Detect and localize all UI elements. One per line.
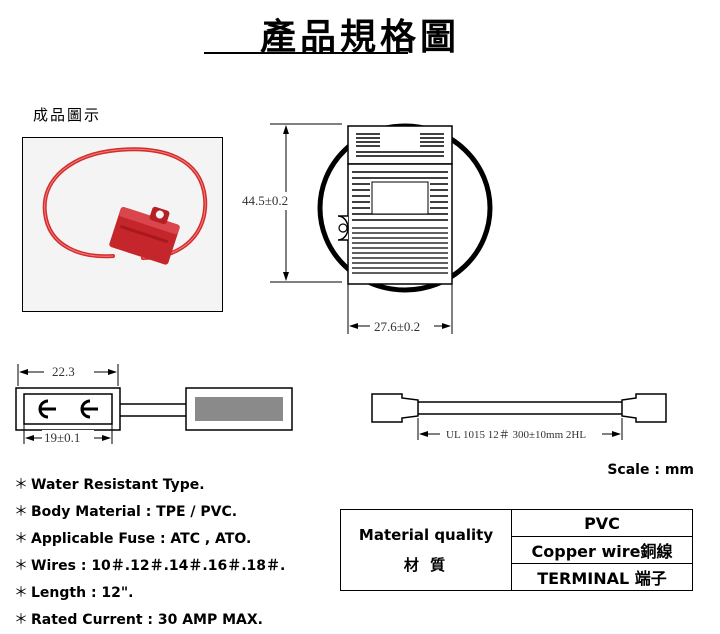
width-dimension: 27.6±0.2 bbox=[374, 319, 421, 334]
material-table: Material quality 材 質 PVC Copper wire銅線 T… bbox=[340, 509, 693, 591]
spec-item: ＊Length : 12". bbox=[14, 585, 134, 601]
side-view-drawing bbox=[15, 364, 293, 446]
material-row: Copper wire銅線 bbox=[511, 536, 693, 564]
page-title: 產品規格圖 bbox=[259, 16, 460, 58]
spec-item: ＊Wires : 10＃.12＃.14＃.16＃.18＃. bbox=[14, 558, 286, 574]
product-photo bbox=[22, 137, 223, 312]
spec-item: ＊Rated Current : 30 AMP MAX. bbox=[14, 612, 263, 628]
spec-item: ＊Water Resistant Type. bbox=[14, 477, 205, 493]
material-quality-header: Material quality 材 質 bbox=[340, 509, 512, 591]
wire-spec-dimension: UL 1015 12＃ 300±10mm 2HL bbox=[446, 429, 587, 441]
wire-drawing bbox=[371, 393, 667, 442]
inner-dimension: 19±0.1 bbox=[44, 430, 81, 445]
title-underline bbox=[204, 52, 408, 54]
spec-list: ＊Water Resistant Type. ＊Body Material : … bbox=[14, 472, 285, 634]
material-row: TERMINAL 端子 bbox=[511, 563, 693, 591]
length-dimension: 22.3 bbox=[52, 364, 75, 379]
scale-note: Scale : mm bbox=[607, 462, 694, 478]
top-view-drawing bbox=[242, 123, 493, 334]
spec-item: ＊Applicable Fuse : ATC , ATO. bbox=[14, 531, 252, 547]
material-row: PVC bbox=[511, 509, 693, 537]
spec-item: ＊Body Material : TPE / PVC. bbox=[14, 504, 238, 520]
fuse-holder-photo-illustration bbox=[23, 138, 222, 311]
height-dimension: 44.5±0.2 bbox=[242, 193, 289, 208]
product-image-label: 成品圖示 bbox=[33, 106, 102, 124]
